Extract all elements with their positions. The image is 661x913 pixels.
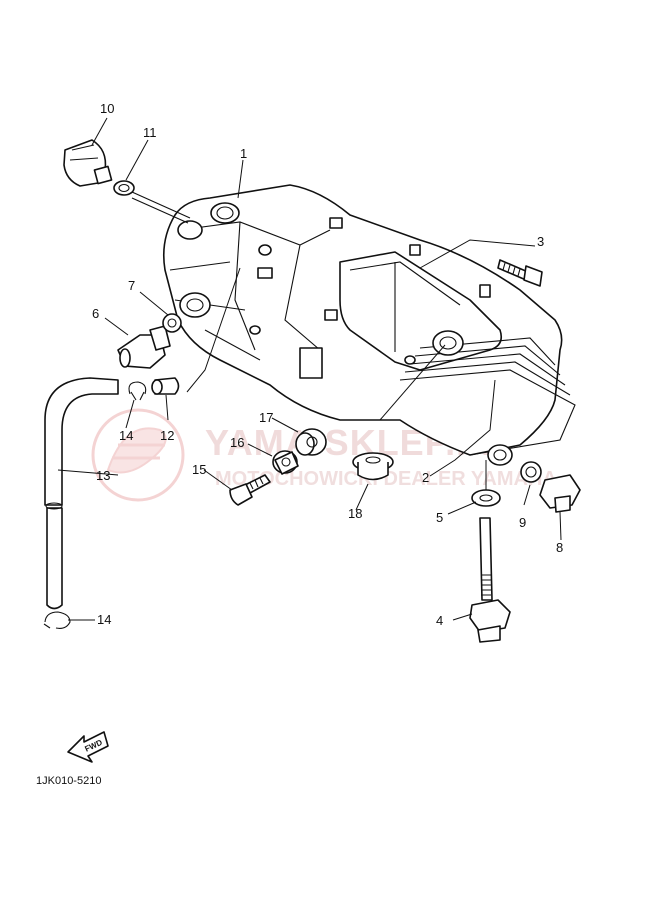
watermark-subtitle: MOTOCHOWICKI DEALER YAMAHA (215, 468, 557, 490)
grommet-part-17 (295, 428, 327, 456)
watermark: YAMA-SKLEP.PL MOTOCHOWICKI DEALER YAMAHA (91, 408, 557, 502)
callout-1: 1 (240, 146, 247, 161)
watermark-logo (91, 408, 185, 502)
callout-14-lower: 14 (97, 612, 111, 627)
callout-16: 16 (230, 435, 244, 450)
callout-2: 2 (422, 470, 429, 485)
callout-13: 13 (96, 468, 110, 483)
callout-5: 5 (436, 510, 443, 525)
washer-part-7 (162, 313, 182, 333)
washer-part-5 (471, 489, 501, 507)
callout-3: 3 (537, 234, 544, 249)
bolt-part-15 (229, 474, 271, 506)
callout-8: 8 (556, 540, 563, 555)
callout-15: 15 (192, 462, 206, 477)
callout-11: 11 (143, 125, 157, 140)
callout-6: 6 (92, 306, 99, 321)
side-cover-part-1 (162, 184, 576, 466)
hose-clip-part-14-lower (43, 611, 71, 629)
stud-part-4 (469, 517, 511, 643)
o-ring-part-11 (113, 180, 191, 224)
callout-14-upper: 14 (119, 428, 133, 443)
callout-7: 7 (128, 278, 135, 293)
part-code: 1JK010-5210 (36, 775, 101, 787)
callout-17: 17 (259, 410, 273, 425)
callouts: 10 11 1 3 7 6 14 12 13 14 17 16 15 18 2 … (92, 101, 563, 628)
fwd-arrow-icon: FWD (67, 731, 109, 763)
callout-9: 9 (519, 515, 526, 530)
oil-filler-cap-part-10 (63, 139, 113, 187)
hose-fitting-part-6 (117, 325, 171, 369)
cap-plug-part-12 (151, 377, 180, 395)
collar-part-16 (272, 450, 299, 475)
leader-lines (57, 117, 562, 621)
grommet-part-18 (352, 452, 394, 481)
washer-part-9 (520, 461, 542, 483)
breather-hose-part-13 (44, 377, 119, 610)
callout-4: 4 (436, 613, 443, 628)
hose-clip-part-14-upper (128, 381, 147, 401)
drain-bolt-part-8 (539, 474, 581, 513)
bolt-part-3 (497, 259, 543, 287)
callout-10: 10 (100, 101, 114, 116)
callout-18: 18 (348, 506, 362, 521)
callout-12: 12 (160, 428, 174, 443)
